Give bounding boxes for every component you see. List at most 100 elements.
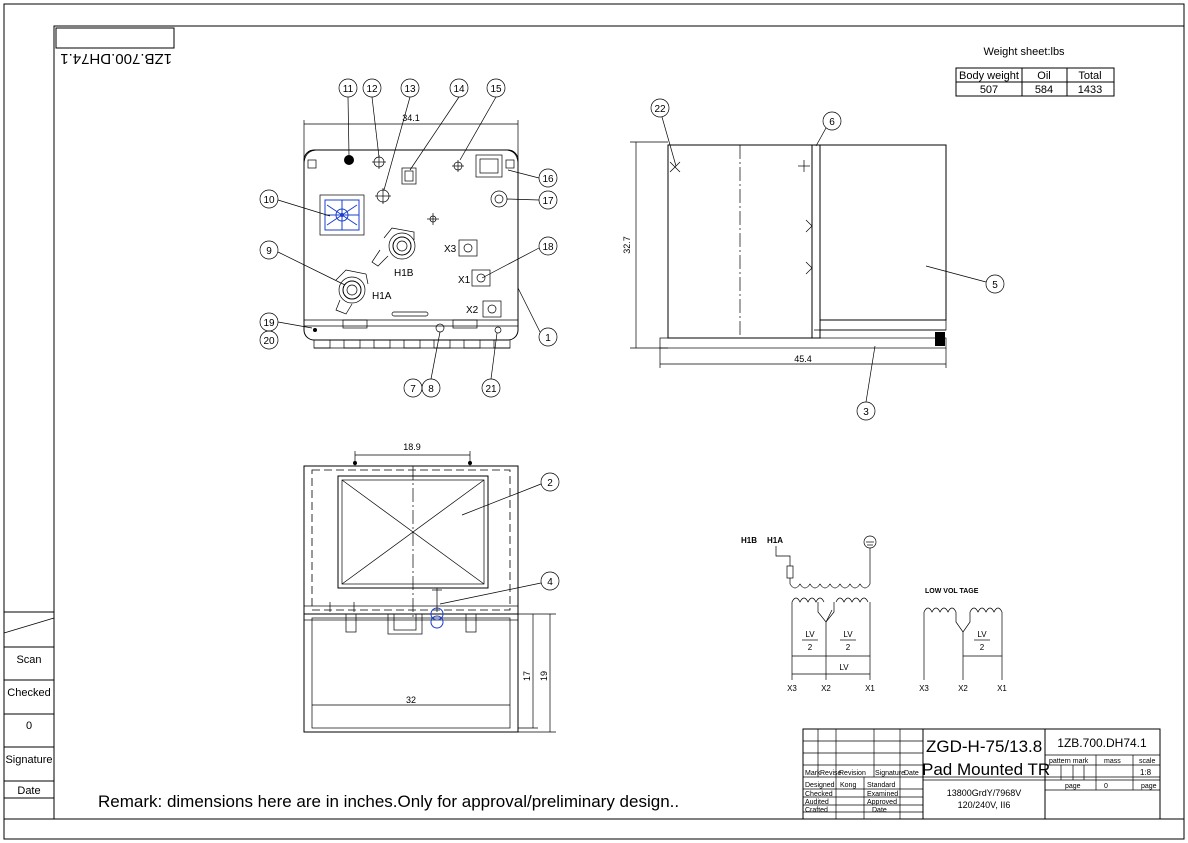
callout-12: 12 — [366, 84, 378, 95]
callout-8: 8 — [428, 384, 434, 395]
sch-two-b: 2 — [846, 643, 851, 652]
callout-20: 20 — [263, 336, 275, 347]
tb-hdr-revise: Revise — [820, 770, 842, 777]
sch-lv-c: LV — [839, 663, 849, 672]
callout-9: 9 — [266, 246, 272, 257]
tb-product-name: Pad Mounted TR — [922, 760, 1050, 779]
bushing-h1b: H1B — [394, 268, 414, 279]
front-view: 34.1 — [303, 113, 519, 349]
sch-low-voltage: LOW VOL TAGE — [925, 588, 979, 595]
callout-6: 6 — [829, 117, 835, 128]
dim-bottom-h1: 17 — [522, 671, 532, 681]
weight-sheet-title: Weight sheet:lbs — [983, 46, 1065, 58]
side-view: 32.7 45.4 — [622, 141, 947, 368]
callout-16: 16 — [542, 174, 554, 185]
tb-rating-2: 120/240V, II6 — [958, 800, 1011, 810]
callout-2: 2 — [547, 478, 553, 489]
drawing-number-stamp: 1ZB.700.DH74.1 — [55, 27, 175, 67]
top-callouts: 2 4 — [439, 472, 560, 605]
tb-page: page — [1065, 783, 1081, 790]
top-view: 18.9 32 17 19 — [303, 442, 556, 733]
bushing-x3: X3 — [444, 244, 457, 255]
dim-front-width: 34.1 — [402, 113, 420, 123]
callout-10: 10 — [263, 195, 275, 206]
tb-examined: Examined — [867, 791, 898, 798]
callout-22: 22 — [654, 104, 666, 115]
ws-header-oil: Oil — [1037, 70, 1050, 82]
sch-x3-b: X3 — [919, 684, 929, 693]
tb-standard: Standard — [867, 782, 896, 789]
callout-18: 18 — [542, 242, 554, 253]
sch-x2-b: X2 — [958, 684, 968, 693]
sch-two-a: 2 — [808, 643, 813, 652]
tb-hdr-revision: Revision — [839, 770, 866, 777]
checked-label: Checked — [7, 687, 50, 699]
callout-1: 1 — [545, 333, 551, 344]
tb-date: Date — [872, 807, 887, 814]
sch-h1a: H1A — [767, 536, 783, 545]
callout-5: 5 — [992, 280, 998, 291]
callout-4: 4 — [547, 577, 553, 588]
tb-scale-value: 1:8 — [1140, 768, 1152, 777]
dim-side-depth: 45.4 — [794, 354, 812, 364]
sch-x1-a: X1 — [865, 684, 875, 693]
tb-mass: mass — [1104, 758, 1121, 765]
zero-label: 0 — [26, 720, 32, 732]
sch-two-d: 2 — [980, 643, 985, 652]
tb-hdr-mark: Mark — [805, 770, 821, 777]
bushing-x1: X1 — [458, 275, 471, 286]
tb-approved: Approved — [867, 799, 897, 806]
ws-value-oil: 584 — [1035, 84, 1053, 96]
dim-bottom-width: 32 — [406, 695, 416, 705]
ws-value-body: 507 — [980, 84, 998, 96]
tb-scale: scale — [1139, 758, 1155, 765]
sch-lv-b: LV — [843, 630, 853, 639]
callout-21: 21 — [485, 384, 497, 395]
bushing-h1a: H1A — [372, 291, 392, 302]
tb-drawing-no: 1ZB.700.DH74.1 — [1057, 736, 1147, 750]
tb-page2: page — [1141, 783, 1157, 790]
title-block: Mark Revise Revision Signature Date Desi… — [802, 728, 1161, 820]
ws-value-total: 1433 — [1078, 84, 1102, 96]
callout-11: 11 — [343, 84, 354, 95]
callout-17: 17 — [542, 196, 554, 207]
tb-designer: Kong — [840, 782, 856, 789]
wiring-schematic: H1B H1A LV 2 LV 2 LV X3 X2 X1 LOW VOL TA… — [741, 535, 1007, 693]
date-label: Date — [17, 785, 40, 797]
signature-label: Signature — [5, 754, 52, 766]
sch-x2-a: X2 — [821, 684, 831, 693]
ws-header-body: Body weight — [959, 70, 1019, 82]
callout-19: 19 — [263, 318, 275, 329]
tb-audited: Audited — [805, 799, 829, 806]
tb-crafted: Crafted — [805, 807, 828, 814]
dim-top-width: 18.9 — [403, 442, 421, 452]
tb-rating-1: 13800GrdY/7968V — [947, 788, 1022, 798]
scan-label: Scan — [16, 654, 41, 666]
sch-lv-a: LV — [805, 630, 815, 639]
left-signature-block: Scan Checked 0 Signature Date — [3, 611, 55, 799]
tb-checked: Checked — [805, 791, 833, 798]
side-callouts: 22 6 5 3 — [650, 98, 1005, 421]
tb-pattern-mark: pattern mark — [1049, 758, 1089, 765]
sch-lv-d: LV — [977, 630, 987, 639]
callout-7: 7 — [410, 384, 416, 395]
bushing-x2: X2 — [466, 305, 479, 316]
tb-hdr-date: Date — [904, 770, 919, 777]
tb-model: ZGD-H-75/13.8 — [926, 737, 1042, 756]
tb-page-value: 0 — [1104, 783, 1108, 790]
tb-designed: Designed — [805, 782, 835, 789]
callout-3: 3 — [863, 407, 869, 418]
sch-x3-a: X3 — [787, 684, 797, 693]
tb-hdr-signature: Signature — [875, 770, 905, 777]
outer-border — [3, 3, 1185, 840]
drawing-number-mirrored: 1ZB.700.DH74.1 — [60, 50, 172, 67]
callout-13: 13 — [404, 84, 416, 95]
front-callouts: 11 12 13 14 15 16 17 18 10 9 19 20 — [259, 78, 558, 398]
sch-h1b: H1B — [741, 536, 757, 545]
dim-bottom-h2: 19 — [539, 671, 549, 681]
callout-15: 15 — [490, 84, 502, 95]
sch-x1-b: X1 — [997, 684, 1007, 693]
inner-border — [53, 25, 1185, 820]
dim-side-height: 32.7 — [622, 236, 632, 254]
